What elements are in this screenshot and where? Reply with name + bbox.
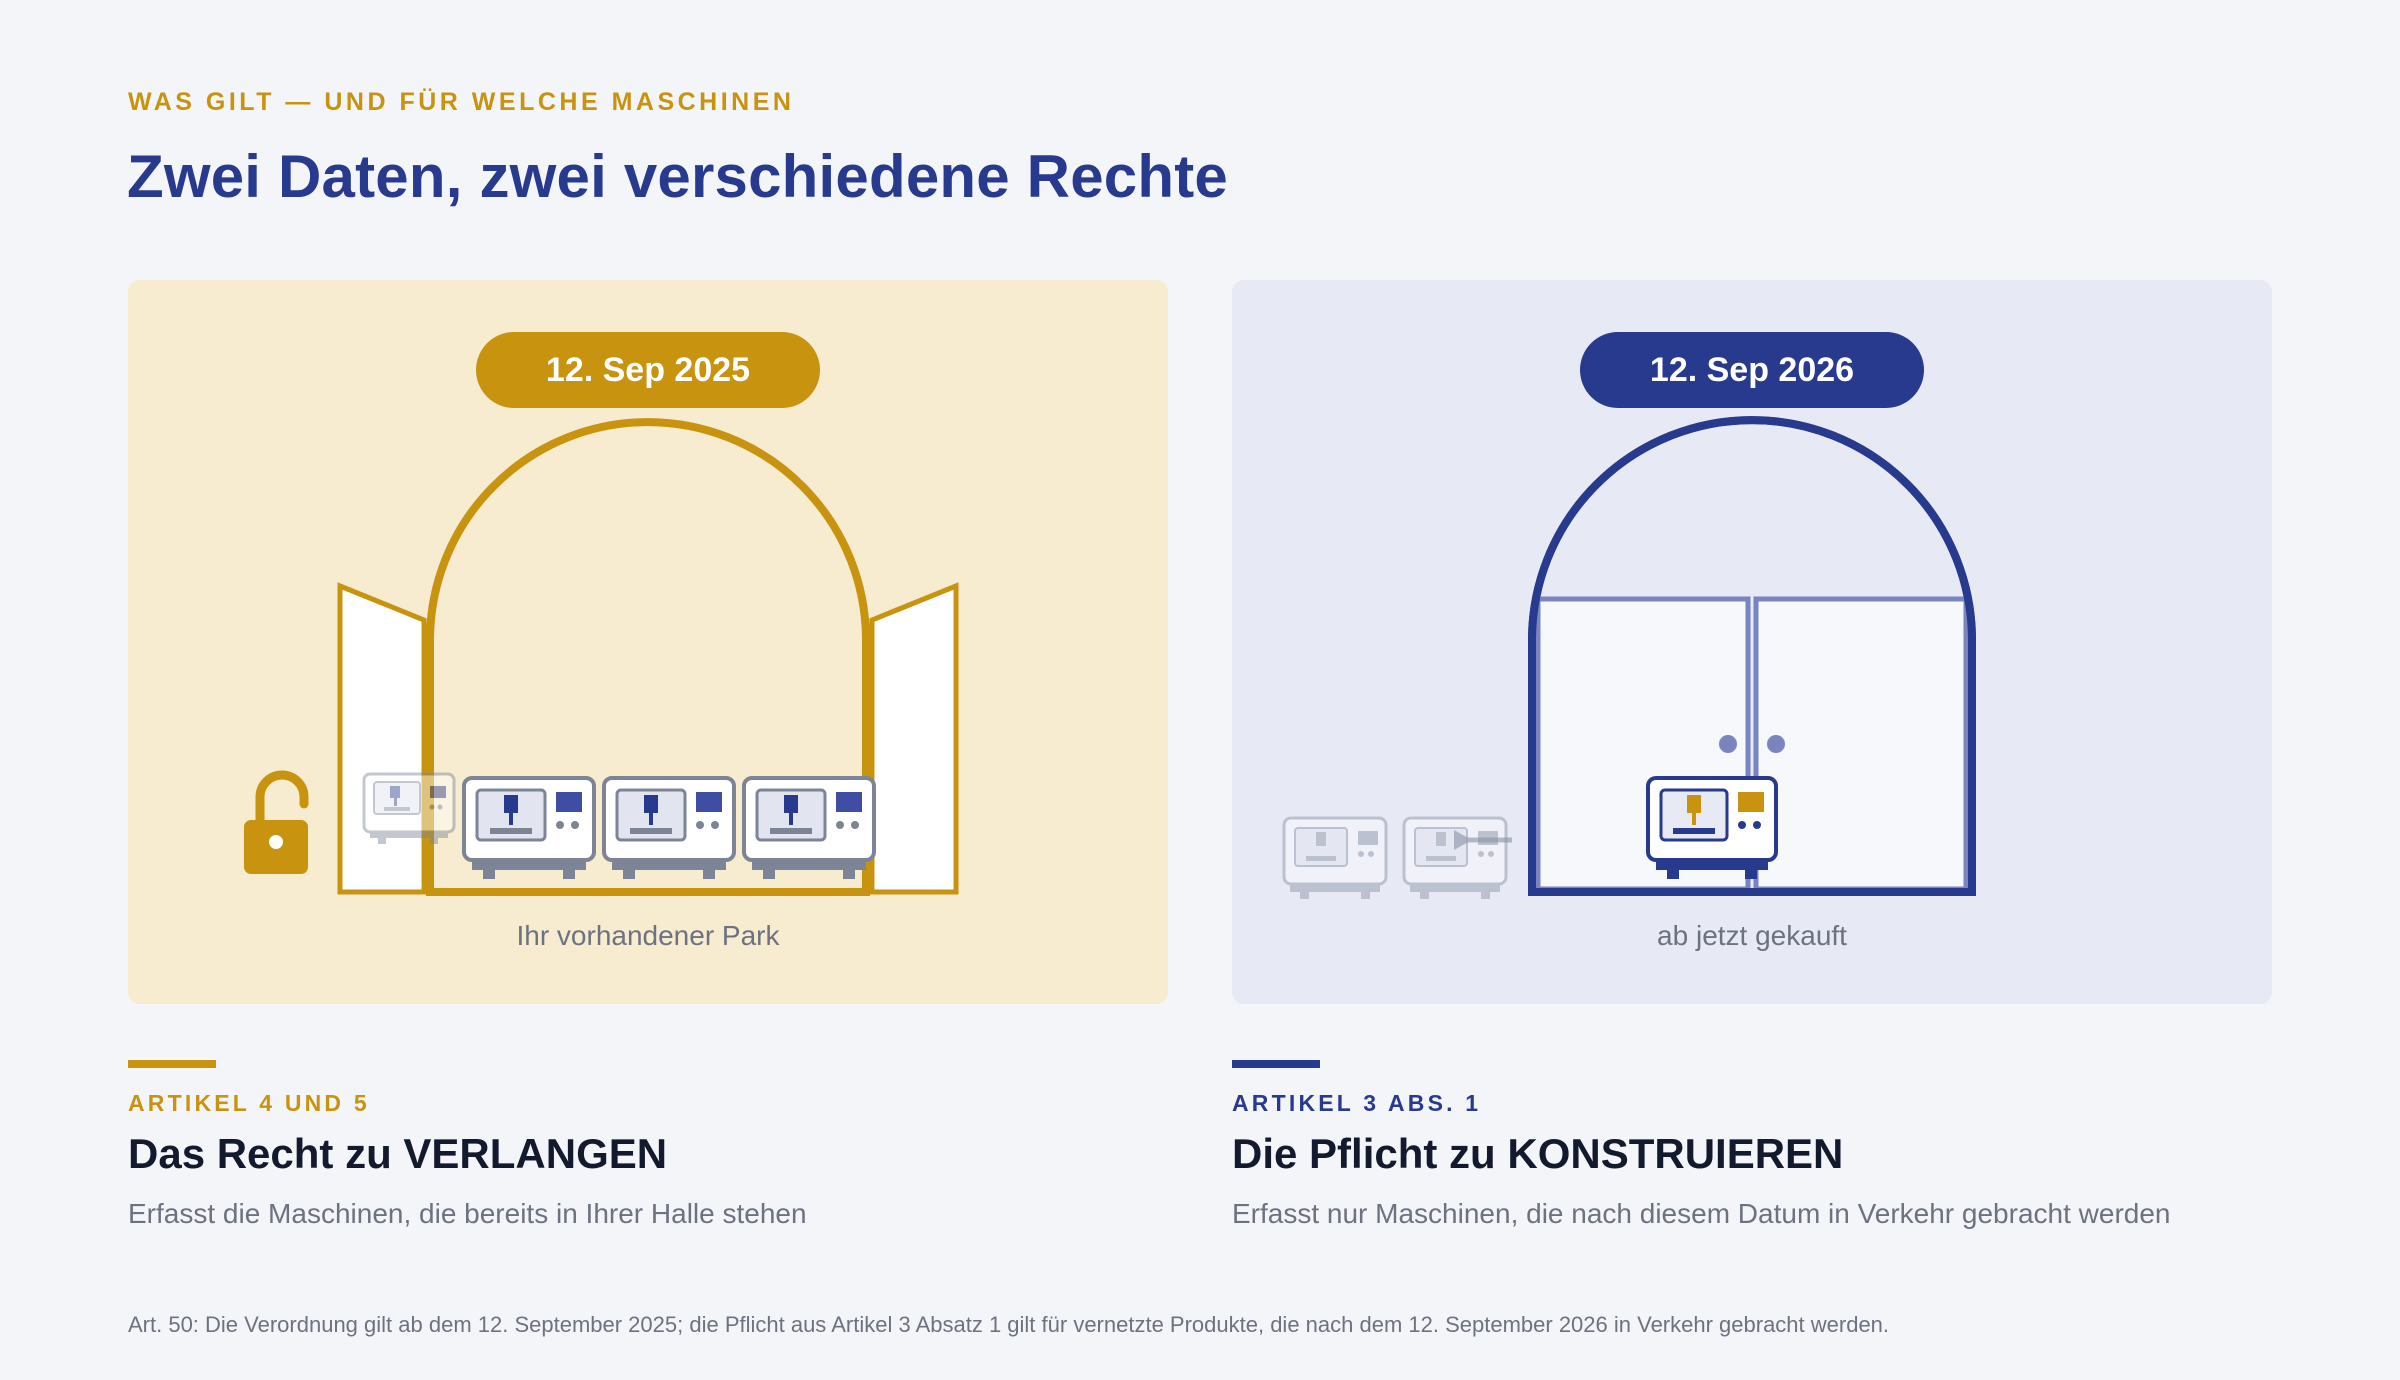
machine-icon xyxy=(1402,816,1508,899)
date-badge-2025: 12. Sep 2025 xyxy=(476,332,820,408)
page-title: Zwei Daten, zwei verschiedene Rechte xyxy=(127,143,1228,210)
open-gate-illustration xyxy=(244,418,959,896)
accent-bar-right xyxy=(1232,1060,1320,1068)
right-door-leaf xyxy=(869,582,959,895)
accent-bar-left xyxy=(128,1060,216,1068)
machine-icon xyxy=(1282,816,1388,899)
article-label-left: ARTIKEL 4 UND 5 xyxy=(128,1090,370,1116)
machine-icon xyxy=(1646,776,1778,879)
door-knob xyxy=(1719,735,1737,753)
machine-icon xyxy=(462,776,596,879)
left-door-leaf xyxy=(337,582,427,895)
gate-arch xyxy=(426,418,870,896)
machine-icon xyxy=(742,776,876,879)
footnote: Art. 50: Die Verordnung gilt ab dem 12. … xyxy=(128,1312,1890,1337)
right-closed-door xyxy=(1753,596,1969,892)
article-heading-right: Die Pflicht zu KONSTRUIEREN xyxy=(1232,1130,1844,1177)
article-label-right: ARTIKEL 3 ABS. 1 xyxy=(1232,1090,1482,1116)
panel-2026: 12. Sep 2026 ab jetzt gekauft xyxy=(1232,280,2272,1004)
panel-caption-2025: Ihr vorhandener Park xyxy=(516,920,780,951)
date-badge-2026: 12. Sep 2026 xyxy=(1580,332,1924,408)
door-knob xyxy=(1767,735,1785,753)
arrow-right-icon xyxy=(1454,830,1512,850)
eyebrow: WAS GILT — UND FÜR WELCHE MASCHINEN xyxy=(128,88,795,116)
article-description-left: Erfasst die Maschinen, die bereits in Ih… xyxy=(128,1198,807,1229)
unlocked-padlock-icon xyxy=(244,770,309,874)
panel-2025: 12. Sep 2025 Ihr vorhandener Park xyxy=(128,280,1168,1004)
article-heading-left: Das Recht zu VERLANGEN xyxy=(128,1130,668,1177)
article-description-right: Erfasst nur Maschinen, die nach diesem D… xyxy=(1232,1198,2171,1229)
closed-gate-illustration xyxy=(1282,416,1976,899)
panel-caption-2026: ab jetzt gekauft xyxy=(1657,920,1847,951)
machine-icon xyxy=(362,772,456,844)
machine-icon xyxy=(602,776,736,879)
